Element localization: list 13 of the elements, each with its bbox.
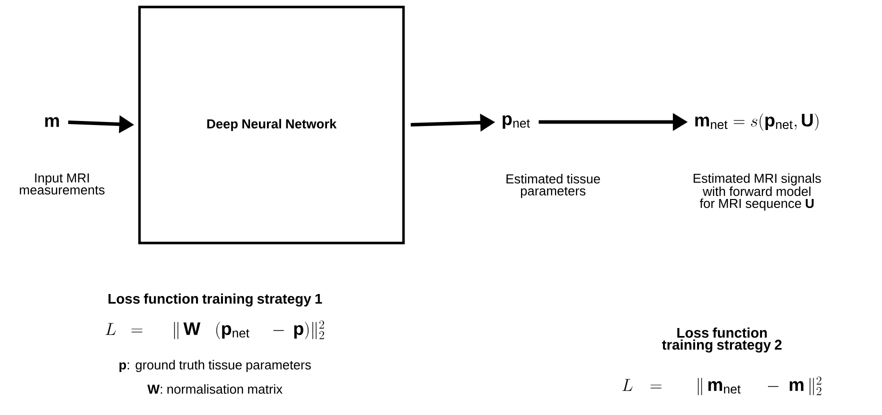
note-text: W: normalisation matrix (147, 384, 282, 394)
caption-text: Estimated tissue parameters (506, 174, 600, 198)
loss-equation: $L = \;\| \,\mathbf{W}\;(\mathbf{p}_{\mathrm{net}}\; - \mathbf{p}) \|_2^2$ (106, 320, 324, 340)
output-symbol: $\mathbf{p}_{\mathrm{net}}$ (502, 115, 530, 129)
caption-text: Estimated MRI signals with forward model for MRI sequence U (694, 173, 821, 211)
signal-equation: $\mathbf{m}_{\mathrm{net}} = s(\mathbf{p}_{\mathrm{net}}, \mathbf{U})$ (695, 113, 818, 131)
loss-equation: $L = \;\| \,\mathbf{m}_{\mathrm{net}}\; - \mathbf{m} \,\|_2^2$ (622, 376, 822, 396)
heading: Loss function training strategy 1 (108, 293, 322, 307)
network-box: Deep Neural Network (138, 6, 405, 244)
heading: Loss function training strategy 2 (662, 327, 782, 353)
input-symbol: $\mathbf{m}$ (45, 117, 59, 127)
caption-text: Input MRI measurements (20, 173, 105, 195)
note-text: p: ground truth tissue parameters (120, 360, 311, 372)
